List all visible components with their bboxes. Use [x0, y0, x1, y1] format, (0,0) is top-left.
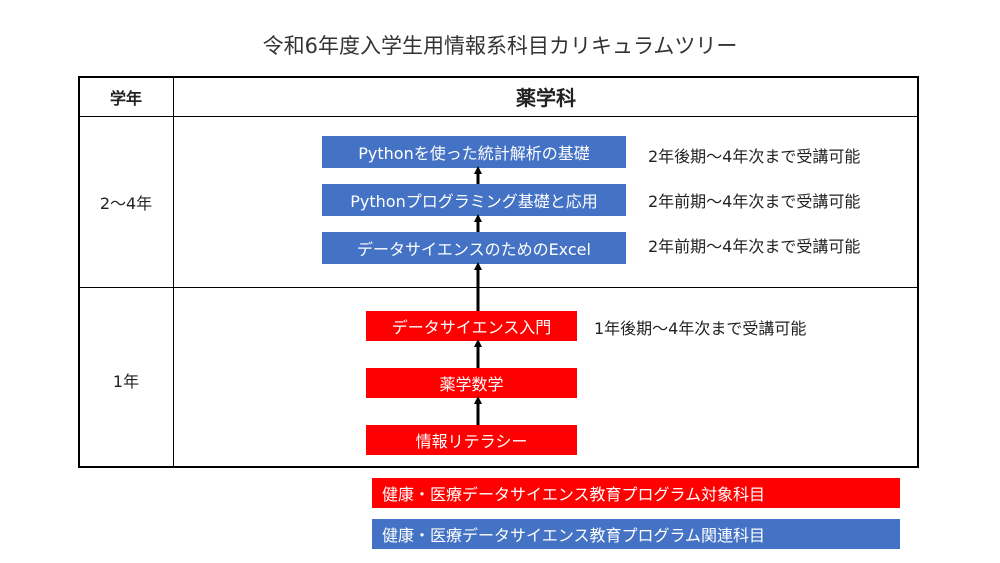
course-pharmacy-math: 薬学数学 [366, 368, 577, 398]
availability-note: 2年前期〜4年次まで受講可能 [648, 237, 861, 256]
diagram-title: 令和6年度入学生用情報系科目カリキュラムツリー [262, 34, 738, 58]
legend-label: 健康・医療データサイエンス教育プログラム関連科目 [382, 526, 766, 545]
course-label: 薬学数学 [439, 375, 504, 394]
course-label: データサイエンスのためのExcel [357, 240, 591, 259]
legend-target-courses: 健康・医療データサイエンス教育プログラム対象科目 [372, 478, 900, 508]
table-border-bottom [78, 466, 919, 468]
year-label-2-4: 2〜4年 [99, 194, 153, 213]
year-column-header: 学年 [109, 88, 142, 108]
course-excel-for-data-science: データサイエンスのためのExcel [322, 232, 626, 264]
table-divider-rows [78, 287, 919, 288]
course-label: 情報リテラシー [415, 432, 528, 451]
department-header: 薬学科 [516, 86, 576, 110]
course-intro-data-science: データサイエンス入門 [366, 311, 577, 341]
course-label: Pythonを使った統計解析の基礎 [358, 144, 590, 163]
availability-note: 2年前期〜4年次まで受講可能 [648, 192, 861, 211]
table-divider-header [78, 116, 919, 117]
table-border-top [78, 76, 919, 78]
legend-related-courses: 健康・医療データサイエンス教育プログラム関連科目 [372, 519, 900, 549]
course-label: データサイエンス入門 [391, 318, 552, 337]
table-border-right [917, 76, 919, 468]
course-python-programming: Pythonプログラミング基礎と応用 [322, 184, 626, 216]
availability-note: 1年後期〜4年次まで受講可能 [594, 319, 807, 338]
course-information-literacy: 情報リテラシー [366, 425, 577, 455]
availability-note: 2年後期〜4年次まで受講可能 [648, 147, 861, 166]
year-label-1: 1年 [112, 372, 140, 391]
legend-label: 健康・医療データサイエンス教育プログラム対象科目 [382, 485, 766, 504]
course-label: Pythonプログラミング基礎と応用 [350, 192, 598, 211]
table-border-left [78, 76, 80, 468]
course-python-statistics: Pythonを使った統計解析の基礎 [322, 136, 626, 168]
table-divider-column [173, 76, 174, 468]
